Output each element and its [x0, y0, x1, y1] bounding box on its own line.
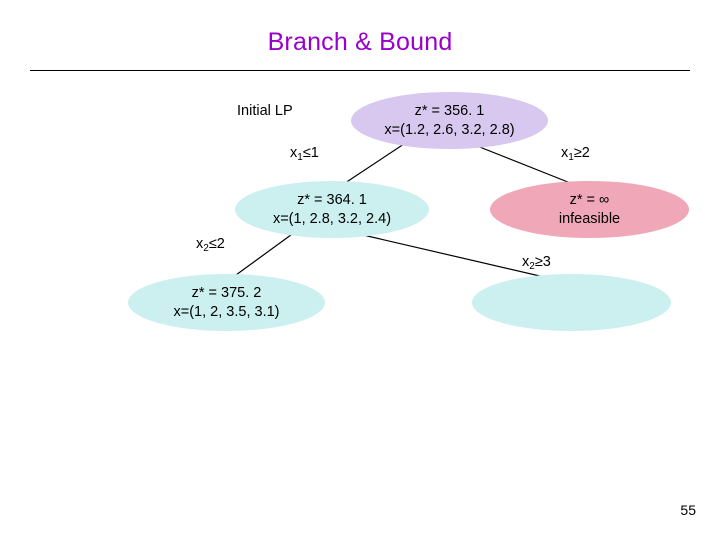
page-title: Branch & Bound	[267, 28, 453, 56]
node-root: z* = 356. 1 x=(1.2, 2.6, 3.2, 2.8)	[351, 92, 548, 149]
title-divider	[30, 70, 690, 71]
node-bottom-left: z* = 375. 2 x=(1, 2, 3.5, 3.1)	[128, 274, 325, 331]
label-branch-x1-ge2: x1≥2	[561, 145, 590, 163]
node-root-solution: x=(1.2, 2.6, 3.2, 2.8)	[384, 121, 515, 138]
node-left-objective: z* = 364. 1	[297, 192, 367, 209]
node-right-status: infeasible	[558, 210, 621, 227]
label-initial-lp: Initial LP	[237, 103, 293, 119]
label-branch-x2-ge3: x2≥3	[522, 254, 551, 272]
node-left: z* = 364. 1 x=(1, 2.8, 3.2, 2.4)	[235, 181, 429, 238]
node-bottom-left-solution: x=(1, 2, 3.5, 3.1)	[173, 303, 280, 320]
node-left-solution: x=(1, 2.8, 3.2, 2.4)	[272, 210, 392, 227]
label-branch-x1-le1: x1≤1	[290, 145, 319, 163]
node-root-objective: z* = 356. 1	[414, 103, 485, 120]
label-branch-x2-le2: x2≤2	[196, 236, 225, 254]
page-number: 55	[680, 502, 696, 518]
node-bottom-right	[472, 274, 671, 331]
node-right-objective: z* = ∞	[569, 192, 610, 209]
node-right: z* = ∞ infeasible	[490, 181, 689, 238]
label-initial-lp-text: Initial LP	[237, 103, 293, 119]
node-bottom-left-objective: z* = 375. 2	[191, 285, 262, 302]
